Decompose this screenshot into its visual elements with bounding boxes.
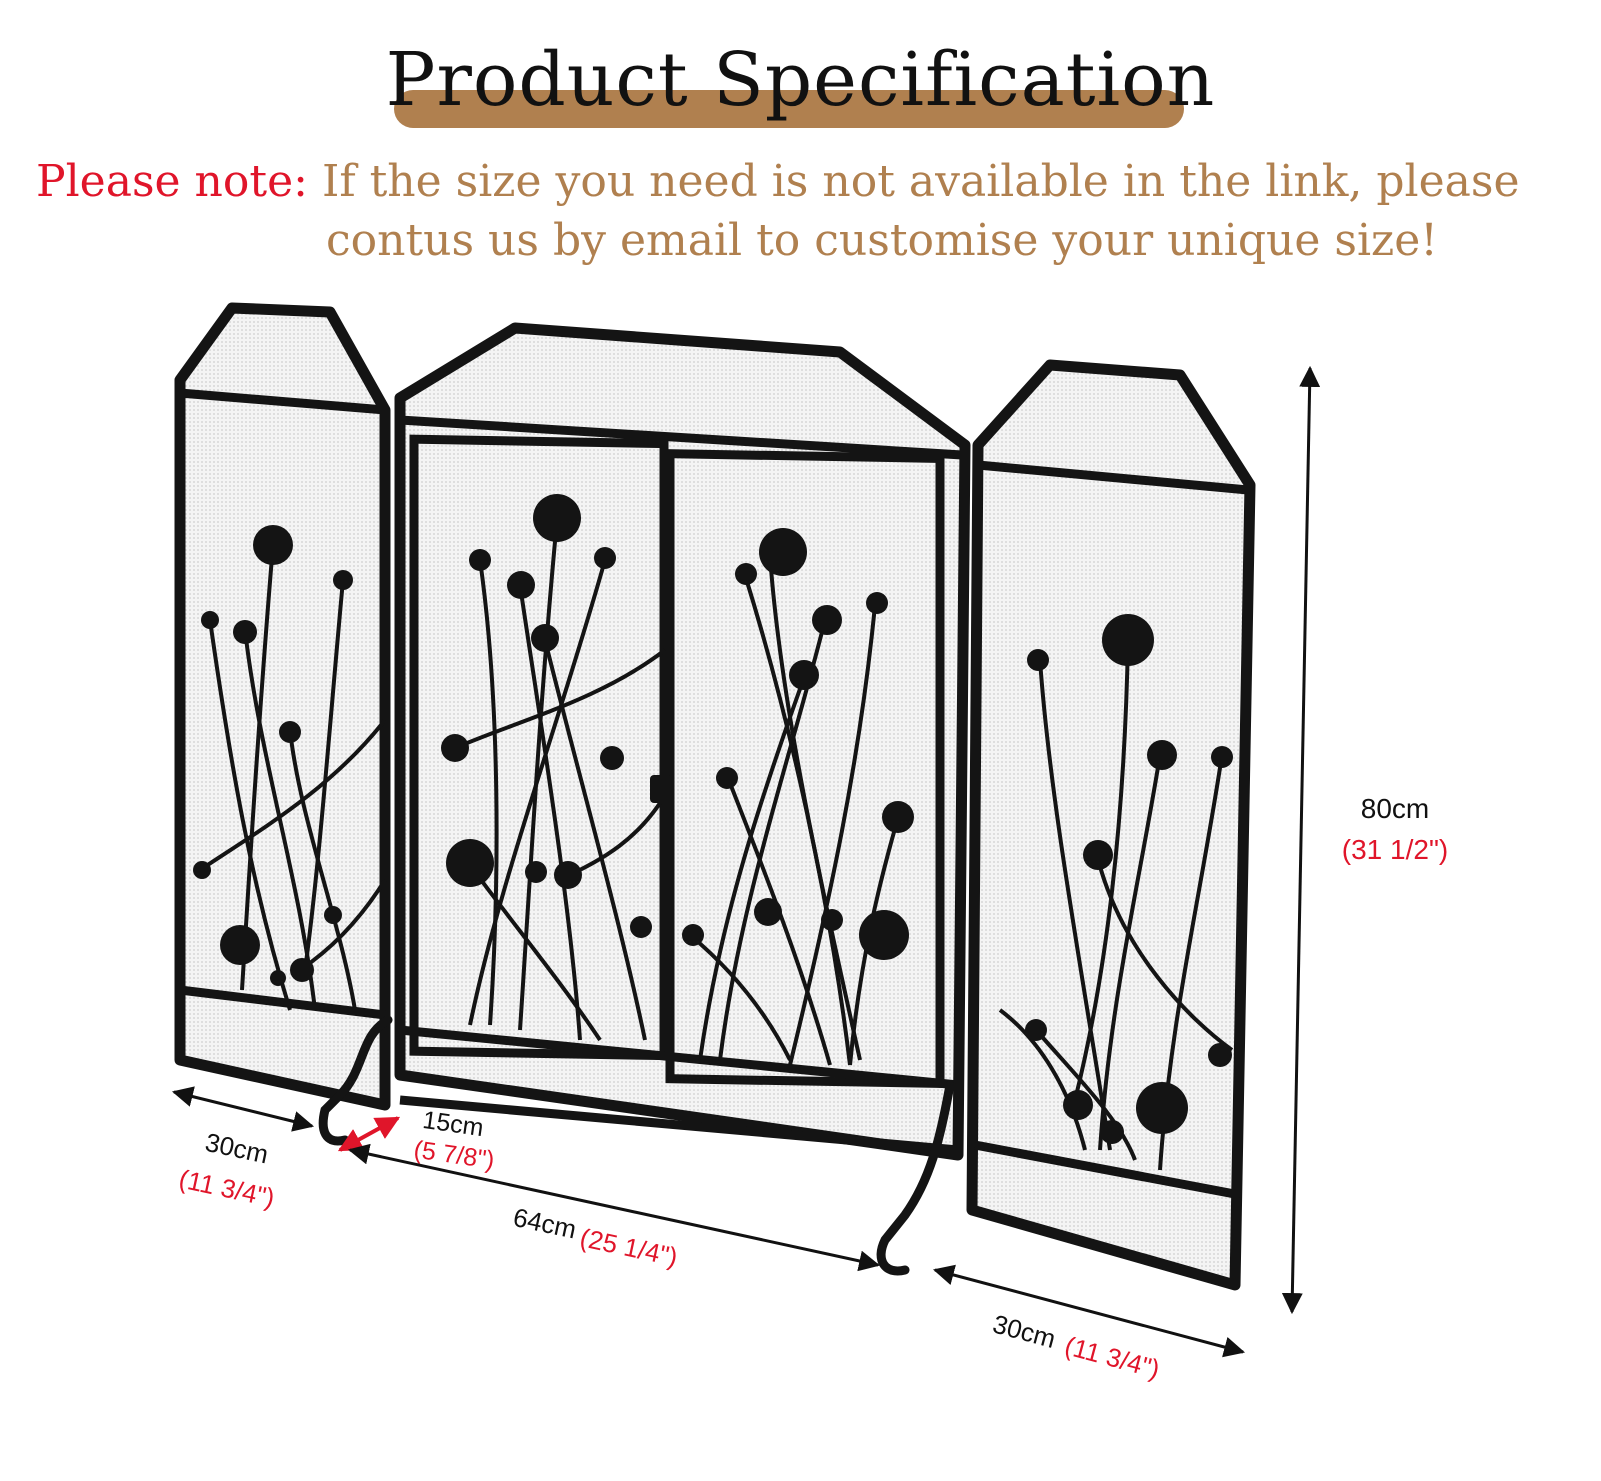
height-metric-label: 80cm	[1361, 793, 1429, 824]
right-width-imperial-label: (11 3/4")	[1062, 1330, 1163, 1384]
right-width-dimension-arrow	[932, 1264, 1246, 1358]
title-underline-bar	[394, 90, 1184, 128]
left-width-metric-label: 30cm	[203, 1127, 271, 1170]
center-width-imperial-label: (25 1/4")	[577, 1222, 680, 1272]
note-line-1: If the size you need is not available in…	[321, 156, 1520, 207]
note-line-2: contus us by email to customise your uni…	[326, 215, 1438, 266]
size-note: Please note: If the size you need is not…	[36, 152, 1576, 270]
left-width-dimension-arrow	[171, 1086, 315, 1132]
height-dimension-arrow	[1281, 365, 1321, 1315]
note-label: Please note:	[36, 156, 308, 207]
center-width-metric-label: 64cm	[511, 1202, 579, 1245]
page-title: Product Specification	[385, 37, 1216, 123]
center-width-dimension-arrow	[347, 1143, 881, 1272]
right-panel	[966, 359, 1256, 1291]
title-section: Product Specification	[0, 0, 1601, 140]
right-width-metric-label: 30cm	[990, 1309, 1059, 1354]
left-width-imperial-label: (11 3/4")	[176, 1163, 277, 1212]
foot-depth-imperial-label: (5 7/8")	[412, 1136, 496, 1175]
foot-depth-dimension-arrow	[337, 1116, 401, 1152]
height-imperial-label: (31 1/2")	[1342, 834, 1448, 865]
center-panel	[394, 322, 971, 1276]
left-panel	[174, 302, 393, 1146]
